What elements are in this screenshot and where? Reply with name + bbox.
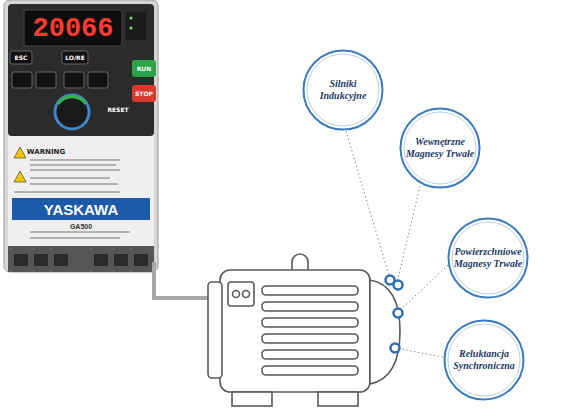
cooling-fin: [262, 302, 358, 311]
cooling-fin: [262, 286, 358, 295]
terminal-screw: [233, 291, 240, 298]
model-name: GA500: [70, 223, 92, 230]
motor-body: [220, 270, 370, 392]
callout-inner-ring: [448, 324, 520, 396]
cooling-fin: [262, 334, 358, 343]
run-button: [132, 60, 156, 77]
attachment-dot: [394, 281, 403, 290]
terminal-box: [228, 282, 254, 306]
attachment-dot: [391, 344, 400, 353]
brand-band: [12, 198, 150, 220]
callout-circle: Reluktancja Synchroniczna: [443, 319, 525, 401]
lifting-eye: [292, 254, 308, 270]
attachment-dot: [394, 309, 403, 318]
jog-dial: [55, 95, 89, 129]
key-label: LO/RE: [65, 55, 85, 61]
brand-name: YASKAWA: [44, 202, 118, 217]
jog-dial-arc: [58, 97, 86, 104]
led-display: [24, 10, 122, 46]
callout-circle: Powierzchniowe Magnesy Trwałe: [447, 217, 529, 299]
stop-key-label: STOP: [135, 91, 153, 97]
motor-flange: [208, 282, 222, 378]
callout-text: Reluktancja Synchroniczna: [447, 348, 521, 372]
cooling-fin: [262, 350, 358, 359]
callout-text: Wewnętrzne Magnesy Trwałe: [403, 136, 477, 160]
callout-inner-ring: [307, 54, 379, 126]
attachment-dots: [386, 276, 403, 353]
run-key-label: RUN: [137, 66, 152, 72]
callout-text-holder: Wewnętrzne Magnesy Trwałe: [399, 107, 481, 189]
drive-housing: [4, 0, 158, 272]
motor-foot: [232, 392, 272, 406]
motor-foot: [318, 392, 358, 406]
callout-ring: [449, 219, 528, 298]
cooling-fin: [262, 318, 358, 327]
keypad-key: [10, 51, 32, 64]
callout-inner-ring: [404, 112, 476, 184]
keypad-key: [64, 72, 84, 88]
drive-illustration: [4, 0, 158, 272]
callout-circle: Wewnętrzne Magnesy Trwałe: [399, 107, 481, 189]
warning-icon: [14, 171, 26, 182]
motor-cable: [154, 262, 212, 298]
callout-inner-ring: [452, 222, 524, 294]
leader-line: [398, 265, 448, 312]
keypad-key: [12, 72, 32, 88]
warning-text: WARNING: [27, 149, 65, 156]
stop-button: [132, 85, 156, 102]
warning-label: [8, 136, 154, 246]
terminal-screw: [243, 291, 250, 298]
terminal-block: [8, 246, 154, 272]
keypad-key: [62, 51, 88, 64]
leader-line: [395, 348, 443, 357]
callout-text: Silniki Indukcyjne: [306, 78, 380, 102]
keypad-key: [36, 72, 56, 88]
callout-circle: Silniki Indukcyjne: [302, 49, 384, 131]
led-readout: 20066: [32, 16, 113, 43]
callout-text-holder: Powierzchniowe Magnesy Trwałe: [447, 217, 529, 299]
key-label: ESC: [15, 55, 28, 61]
fan-cover: [370, 280, 400, 384]
status-leds: [126, 12, 146, 40]
warning-icon: [14, 147, 26, 158]
cooling-fin: [262, 366, 358, 375]
keypad-key: [88, 72, 108, 88]
callout-ring: [401, 109, 480, 188]
callout-text-holder: Silniki Indukcyjne: [302, 49, 384, 131]
leader-line: [346, 131, 390, 279]
key-label: RESET: [107, 107, 128, 113]
status-led: [129, 16, 132, 19]
leader-line: [397, 186, 420, 283]
callout-ring: [445, 321, 524, 400]
terminal-slots: [14, 254, 148, 266]
motor-illustration: [208, 254, 400, 406]
callout-ring: [304, 51, 383, 130]
callout-text: Powierzchniowe Magnesy Trwałe: [451, 246, 525, 270]
status-led: [129, 26, 132, 29]
callout-text-holder: Reluktancja Synchroniczna: [443, 319, 525, 401]
